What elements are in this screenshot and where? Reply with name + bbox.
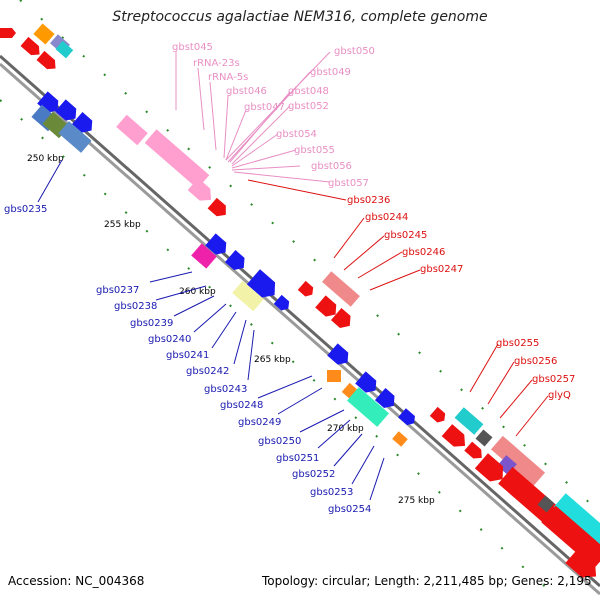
gene-arrow: [374, 388, 395, 409]
gene-arrow: [327, 343, 349, 365]
gene-label: gbs0238: [114, 301, 157, 312]
genome-backbone: [0, 54, 600, 596]
gene-label: gbs0243: [204, 384, 247, 395]
scale-labels: 250 kbp 255 kbp 260 kbp 265 kbp 270 kbp …: [27, 154, 435, 506]
gene-block: [322, 271, 360, 307]
gene-block: [116, 114, 148, 146]
gene-label: gbs0252: [292, 469, 335, 480]
gene-block: [553, 493, 600, 549]
gene-label: gbs0237: [96, 285, 139, 296]
gene-label: gbs0245: [384, 230, 427, 241]
gene-arrow: [398, 408, 415, 426]
gene-block: [454, 407, 484, 435]
gene-arrow: [187, 178, 212, 201]
gene-label: gbst057: [328, 178, 369, 189]
gene-block: [58, 121, 92, 153]
gene-label: gbst054: [276, 129, 317, 140]
gene-block: [490, 435, 546, 487]
gene-label: gbs0241: [166, 350, 209, 361]
gene-block: [475, 429, 493, 447]
gene-label: gbs0248: [220, 400, 263, 411]
gene-label: gbst049: [310, 67, 351, 78]
gene-label: gbs0247: [420, 264, 463, 275]
scale-label: 270 kbp: [327, 424, 364, 434]
gene-label: gbs0235: [4, 204, 47, 215]
gene-label: gbst045: [172, 42, 213, 53]
red-labels: gbs0236 gbs0244 gbs0245 gbs0246 gbs0247 …: [347, 195, 575, 401]
gene-label: gbs0249: [238, 417, 281, 428]
scale-label: 255 kbp: [104, 220, 141, 230]
gene-arrow: [273, 294, 290, 311]
scale-label: 275 kbp: [398, 496, 435, 506]
gene-label: gbs0257: [532, 374, 575, 385]
gene-block: [541, 505, 600, 569]
gene-label: gbst046: [226, 86, 267, 97]
gene-label: gbs0254: [328, 504, 371, 515]
gene-arrow: [207, 197, 226, 217]
accession-label: Accession: NC_004368: [8, 574, 145, 588]
gene-features: [0, 23, 600, 578]
gene-label: rRNA-23s: [193, 58, 240, 69]
gene-block: [537, 495, 555, 513]
gene-arrow: [20, 36, 40, 56]
red-leader-lines: [247, 179, 549, 437]
gene-arrow: [355, 371, 377, 393]
gene-label: gbs0255: [496, 338, 539, 349]
gene-label: gbs0239: [130, 318, 173, 329]
gene-label: gbs0251: [276, 453, 319, 464]
gene-block: [392, 431, 408, 447]
gene-label: gbs0250: [258, 436, 301, 447]
gene-arrow: [464, 441, 482, 459]
gene-label: gbs0256: [514, 356, 557, 367]
gene-arrow: [297, 280, 314, 297]
gene-label: glyQ: [548, 390, 571, 401]
gene-arrow: [224, 250, 245, 271]
gene-block: [191, 243, 217, 269]
gene-arrow: [71, 112, 93, 133]
gene-label: gbs0242: [186, 366, 229, 377]
scale-label: 250 kbp: [27, 154, 64, 164]
gene-label: gbst056: [311, 161, 352, 172]
gene-arrow: [315, 295, 337, 317]
gene-label: gbst052: [288, 101, 329, 112]
gene-block: [55, 40, 74, 59]
gene-block: [347, 387, 389, 427]
scale-label: 260 kbp: [179, 287, 216, 297]
gene-arrow: [55, 99, 77, 121]
gene-label: gbst055: [294, 145, 335, 156]
gene-arrow: [441, 424, 466, 447]
gene-arrow: [205, 233, 227, 255]
gene-arrow: [36, 50, 56, 70]
gene-label: rRNA-5s: [208, 72, 248, 83]
blue-labels: gbs0235 gbs0237 gbs0238 gbs0239 gbs0240 …: [4, 204, 371, 515]
blue-leader-lines: [37, 159, 385, 501]
tick-row-inner: [0, 99, 561, 600]
gene-label: gbs0236: [347, 195, 390, 206]
gene-label: gbst047: [244, 102, 285, 113]
gene-block: [232, 280, 264, 312]
pink-leader-lines: [175, 51, 331, 183]
map-title: Streptococcus agalactiae NEM316, complet…: [112, 9, 488, 25]
gene-label: gbs0244: [365, 212, 408, 223]
tick-row-outer: [19, 0, 600, 513]
gene-block: [144, 129, 210, 189]
gene-arrow: [0, 28, 16, 38]
gene-label: gbs0253: [310, 487, 353, 498]
gene-arrow: [429, 406, 446, 423]
gene-arrow: [474, 453, 504, 482]
gene-arrow: [330, 308, 351, 329]
gene-label: gbs0240: [148, 334, 191, 345]
gene-block: [327, 370, 341, 382]
gene-label: gbst050: [334, 46, 375, 57]
scale-label: 265 kbp: [254, 355, 291, 365]
pink-labels: gbst045 rRNA-23s rRNA-5s gbst046 gbst047…: [172, 42, 375, 189]
gene-arrow: [246, 269, 276, 298]
gene-block: [33, 23, 55, 45]
gene-label: gbst048: [288, 86, 329, 97]
gene-label: gbs0246: [402, 247, 445, 258]
topology-label: Topology: circular; Length: 2,211,485 bp…: [262, 574, 592, 588]
gene-arrow: [565, 547, 597, 578]
